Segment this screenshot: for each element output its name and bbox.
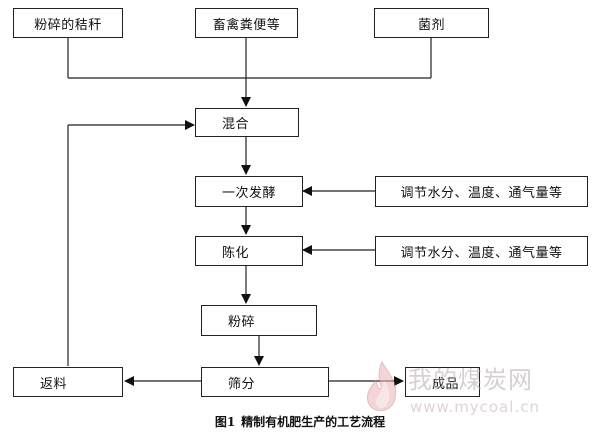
node-return: 返料 [13,367,123,397]
caption-number: 图1 [214,415,236,429]
node-fungi: 菌剂 [374,8,489,38]
watermark: 我的煤炭网 www.mycoal.cn [360,358,592,432]
node-crush: 粉碎 [201,305,317,336]
node-straw: 粉碎的秸秆 [13,8,123,38]
figure-caption: 图1 精制有机肥生产的工艺流程 [0,413,600,430]
watermark-url: www.mycoal.cn [410,398,540,416]
watermark-text: 我的煤炭网 [408,366,533,394]
node-adjust-1: 调节水分、温度、通气量等 [375,176,588,207]
node-ferment: 一次发酵 [195,176,303,207]
node-adjust-2: 调节水分、温度、通气量等 [375,236,588,266]
node-sieve: 筛分 [201,367,329,397]
caption-text: 精制有机肥生产的工艺流程 [241,415,386,429]
node-aging: 陈化 [195,236,303,266]
node-manure: 畜禽粪便等 [195,8,298,38]
flame-logo-icon [366,360,397,411]
node-product: 成品 [405,367,480,397]
node-mix: 混合 [195,108,299,137]
